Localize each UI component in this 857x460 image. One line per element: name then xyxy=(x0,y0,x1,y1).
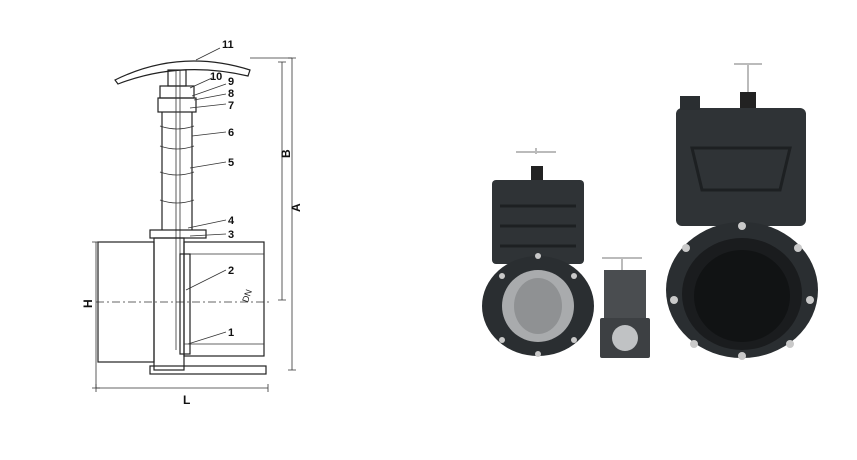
callout-1: 1 xyxy=(228,327,234,339)
bonnet-tube xyxy=(161,112,193,230)
valve-small xyxy=(600,257,650,358)
dim-l-line xyxy=(95,384,269,392)
gland-nut xyxy=(159,85,195,99)
gate-valve-drawing-svg: 11 10 9 8 7 6 5 4 3 2 1 H L A B DN xyxy=(81,39,303,407)
gate-disc xyxy=(179,253,191,355)
valve-large-handle xyxy=(734,63,762,92)
callout-11: 11 xyxy=(222,39,234,51)
callout-6: 6 xyxy=(228,127,234,139)
valve-large-stem-nut xyxy=(740,92,756,108)
dim-label-b: B xyxy=(279,149,293,158)
valve-medium-bonnet xyxy=(492,180,584,264)
technical-drawing: 11 10 9 8 7 6 5 4 3 2 1 H L A B DN xyxy=(81,39,303,407)
valve-small-handle xyxy=(602,257,642,270)
body-base xyxy=(149,365,267,375)
callout-2: 2 xyxy=(228,265,234,277)
dim-b-line xyxy=(278,61,286,301)
valve-large-bonnet xyxy=(676,108,806,226)
product-photo xyxy=(440,0,857,460)
dim-label-h: H xyxy=(81,299,95,308)
callout-9: 9 xyxy=(228,76,234,88)
handle-hub xyxy=(167,69,187,87)
dim-label-a: A xyxy=(289,203,303,212)
callout-5: 5 xyxy=(228,157,234,169)
callout-3: 3 xyxy=(228,229,234,241)
dim-a-line xyxy=(288,57,296,371)
handwheel-shape xyxy=(114,60,251,85)
valve-small-bonnet xyxy=(604,270,646,318)
callout-10: 10 xyxy=(210,71,222,83)
dim-h-line xyxy=(92,241,100,389)
valve-medium-stem-nut xyxy=(531,166,543,180)
callout-7: 7 xyxy=(228,100,234,112)
valve-medium-handle xyxy=(516,148,556,154)
dim-label-dn: DN xyxy=(240,288,254,304)
valves-photo-svg xyxy=(482,63,818,360)
socket-right xyxy=(183,241,265,357)
callout-4: 4 xyxy=(228,215,235,227)
packing-sleeve xyxy=(157,97,197,113)
valve-large xyxy=(666,63,818,360)
dim-label-l: L xyxy=(183,393,190,407)
valve-small-bore xyxy=(612,325,638,351)
callout-8: 8 xyxy=(228,88,234,100)
body-flange-top xyxy=(149,229,207,239)
valve-medium xyxy=(482,148,594,357)
